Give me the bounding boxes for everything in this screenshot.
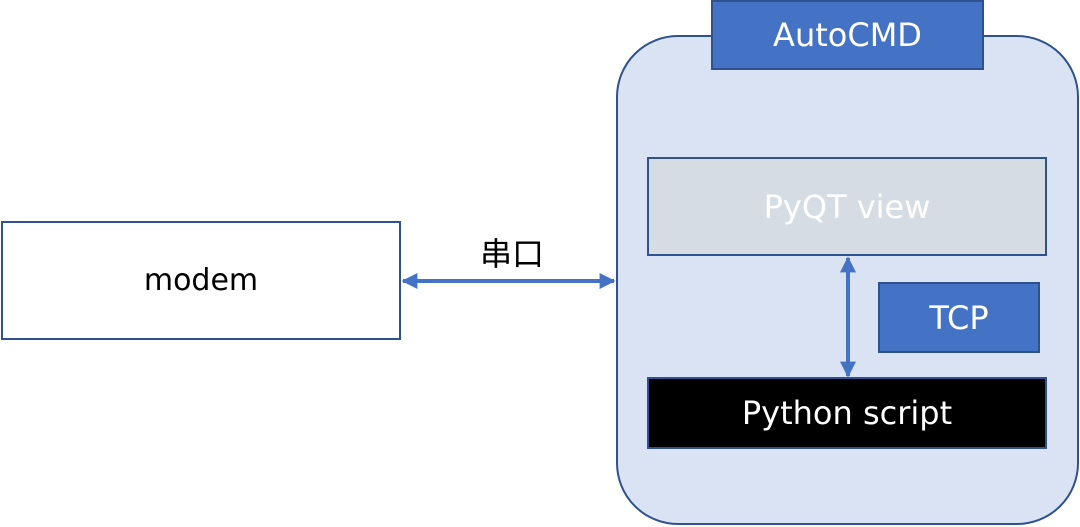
autocmd-label: AutoCMD bbox=[773, 16, 922, 54]
python-script-label: Python script bbox=[741, 394, 953, 432]
pyqt-view-box: PyQT view bbox=[647, 157, 1047, 256]
modem-label: modem bbox=[143, 263, 259, 298]
pyqt-view-label: PyQT view bbox=[763, 187, 931, 226]
modem-box: modem bbox=[1, 221, 401, 340]
tcp-box: TCP bbox=[878, 282, 1040, 353]
serial-port-label: 串口 bbox=[479, 235, 544, 273]
python-script-box: Python script bbox=[647, 377, 1047, 449]
tcp-label: TCP bbox=[929, 298, 989, 337]
autocmd-title-box: AutoCMD bbox=[711, 0, 984, 70]
